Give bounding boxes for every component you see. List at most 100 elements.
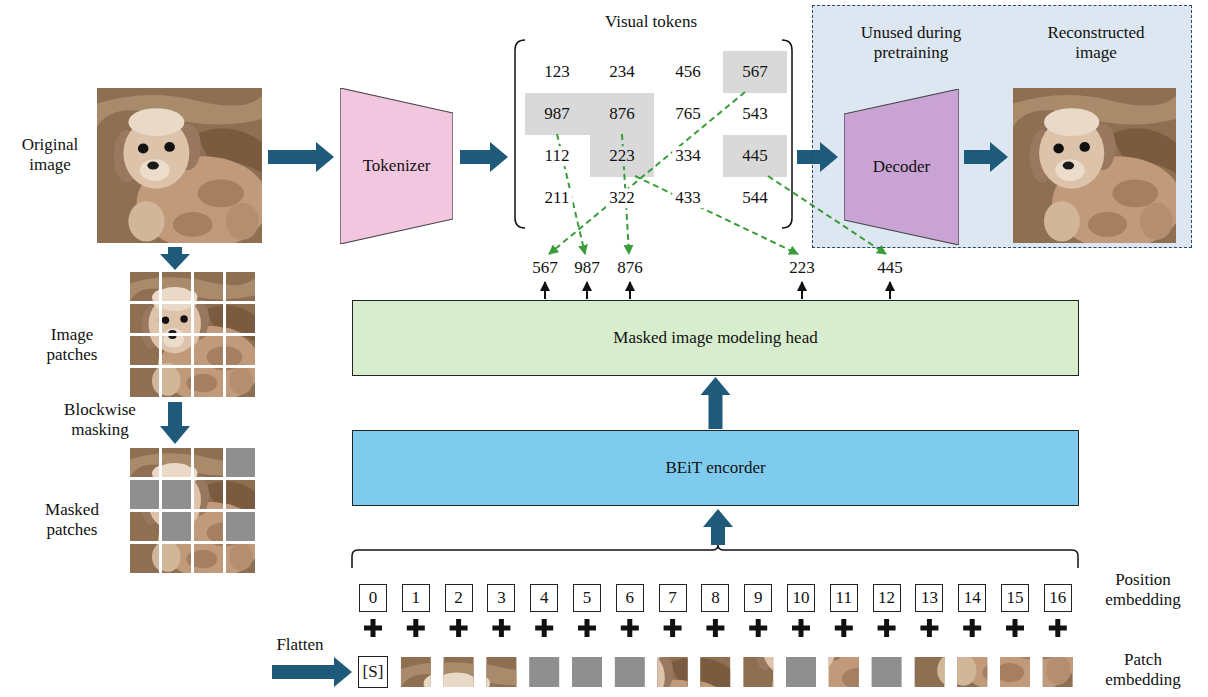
node-text: 4: [540, 588, 549, 608]
node-text: 6: [626, 588, 635, 608]
masked-patch: [226, 512, 255, 541]
visual-token: 123: [541, 62, 573, 82]
visual-token: 543: [739, 104, 771, 124]
predicted-token: 567: [529, 258, 561, 278]
image-patch: [136, 281, 257, 402]
plus-sign: [792, 619, 810, 637]
plus-signs: [364, 619, 1067, 637]
position-box: 8: [701, 584, 729, 612]
image-patch: [133, 281, 254, 402]
visual-token: 433: [672, 188, 704, 208]
node-text: Tokenizer: [363, 156, 431, 176]
masked-patch: [130, 480, 159, 509]
patch-embedding-image: [610, 627, 735, 697]
node-text: Decoder: [873, 157, 931, 177]
masked-patch: [615, 657, 645, 687]
predicted-token: 223: [786, 258, 818, 278]
position-box: 4: [530, 584, 558, 612]
plus-sign: [364, 619, 382, 637]
predicted-token: 987: [571, 258, 603, 278]
plus-sign: [407, 619, 425, 637]
node-text: 1: [412, 588, 421, 608]
plus-sign: [664, 619, 682, 637]
patch-embedding-image: [927, 567, 1052, 692]
position-box: 6: [616, 584, 644, 612]
position-box: 14: [958, 584, 986, 612]
position-box: 11: [830, 584, 858, 612]
step-label: Image patches: [35, 325, 110, 364]
row-label: Patch embedding: [1088, 650, 1198, 689]
node-text: 7: [668, 588, 677, 608]
step-label: Masked patches: [35, 500, 110, 539]
visual-token: 223: [606, 146, 638, 166]
position-box: 3: [487, 584, 515, 612]
plus-sign: [835, 619, 853, 637]
reconstructed-image: [1013, 88, 1183, 249]
edge-layer: [701, 377, 731, 429]
plus-sign: [621, 619, 639, 637]
position-box: 1: [402, 584, 430, 612]
encoder-box: BEiT encorder: [352, 430, 1079, 506]
image-patch: [133, 457, 254, 578]
node-text: 13: [921, 588, 938, 608]
plus-sign: [578, 619, 596, 637]
plus-sign: [749, 619, 767, 637]
image-patch: [136, 457, 257, 578]
plus-sign: [706, 619, 724, 637]
tokenizer-block: Tokenizer: [340, 88, 453, 244]
image-patch: [139, 457, 260, 578]
node-text: 5: [583, 588, 592, 608]
unused-region: Unused during pretrainingReconstructed i…: [812, 5, 1192, 248]
node-text: Masked image modeling head: [613, 328, 817, 348]
region-heading: Reconstructed image: [1031, 23, 1161, 62]
matrix-brackets: [515, 40, 792, 228]
plus-sign: [535, 619, 553, 637]
node-text: BEiT encorder: [665, 458, 765, 478]
image-patch: [139, 451, 260, 572]
image-patch: [136, 454, 257, 575]
visual-token: 876: [606, 104, 638, 124]
node-text: 0: [369, 588, 378, 608]
visual-token: 334: [672, 146, 704, 166]
row-label: Position embedding: [1088, 570, 1198, 609]
position-box: 13: [915, 584, 943, 612]
position-box: 7: [659, 584, 687, 612]
masked-patch: [786, 657, 816, 687]
node-text: 14: [964, 588, 981, 608]
node-text: 10: [793, 588, 810, 608]
predicted-token: 876: [614, 258, 646, 278]
visual-token: 234: [606, 62, 638, 82]
step-label: Flatten: [276, 635, 323, 655]
masked-patch: [162, 480, 191, 509]
image-patch: [139, 275, 260, 396]
figure-label: Visual tokens: [605, 12, 697, 32]
node-text: 11: [836, 588, 852, 608]
plus-sign: [450, 619, 468, 637]
masked-patch: [226, 448, 255, 477]
step-label: Blockwise masking: [50, 400, 150, 439]
visual-token: 987: [541, 104, 573, 124]
masked-patch: [872, 657, 902, 687]
image-patch: [136, 451, 257, 572]
position-box: 2: [445, 584, 473, 612]
position-box: 10: [787, 584, 815, 612]
position-box: 12: [873, 584, 901, 612]
visual-token: 544: [739, 188, 771, 208]
node-text: 3: [497, 588, 506, 608]
patch-embedding-image: [414, 657, 539, 697]
node-text: 9: [754, 588, 763, 608]
token-highlights: [525, 51, 787, 177]
image-layer: [97, 88, 1183, 697]
plus-sign: [963, 619, 981, 637]
position-box: 0: [359, 584, 387, 612]
visual-token: 112: [542, 146, 573, 166]
masked-patch: [572, 657, 602, 687]
node-text: 2: [454, 588, 463, 608]
mim-head-box: Masked image modeling head: [352, 300, 1079, 376]
target-lines: [549, 92, 886, 254]
visual-token: 211: [542, 188, 573, 208]
flow-arrow: [701, 377, 731, 429]
predicted-token: 445: [874, 258, 906, 278]
decoder-block: Decoder: [844, 89, 959, 245]
visual-token: 445: [739, 146, 771, 166]
